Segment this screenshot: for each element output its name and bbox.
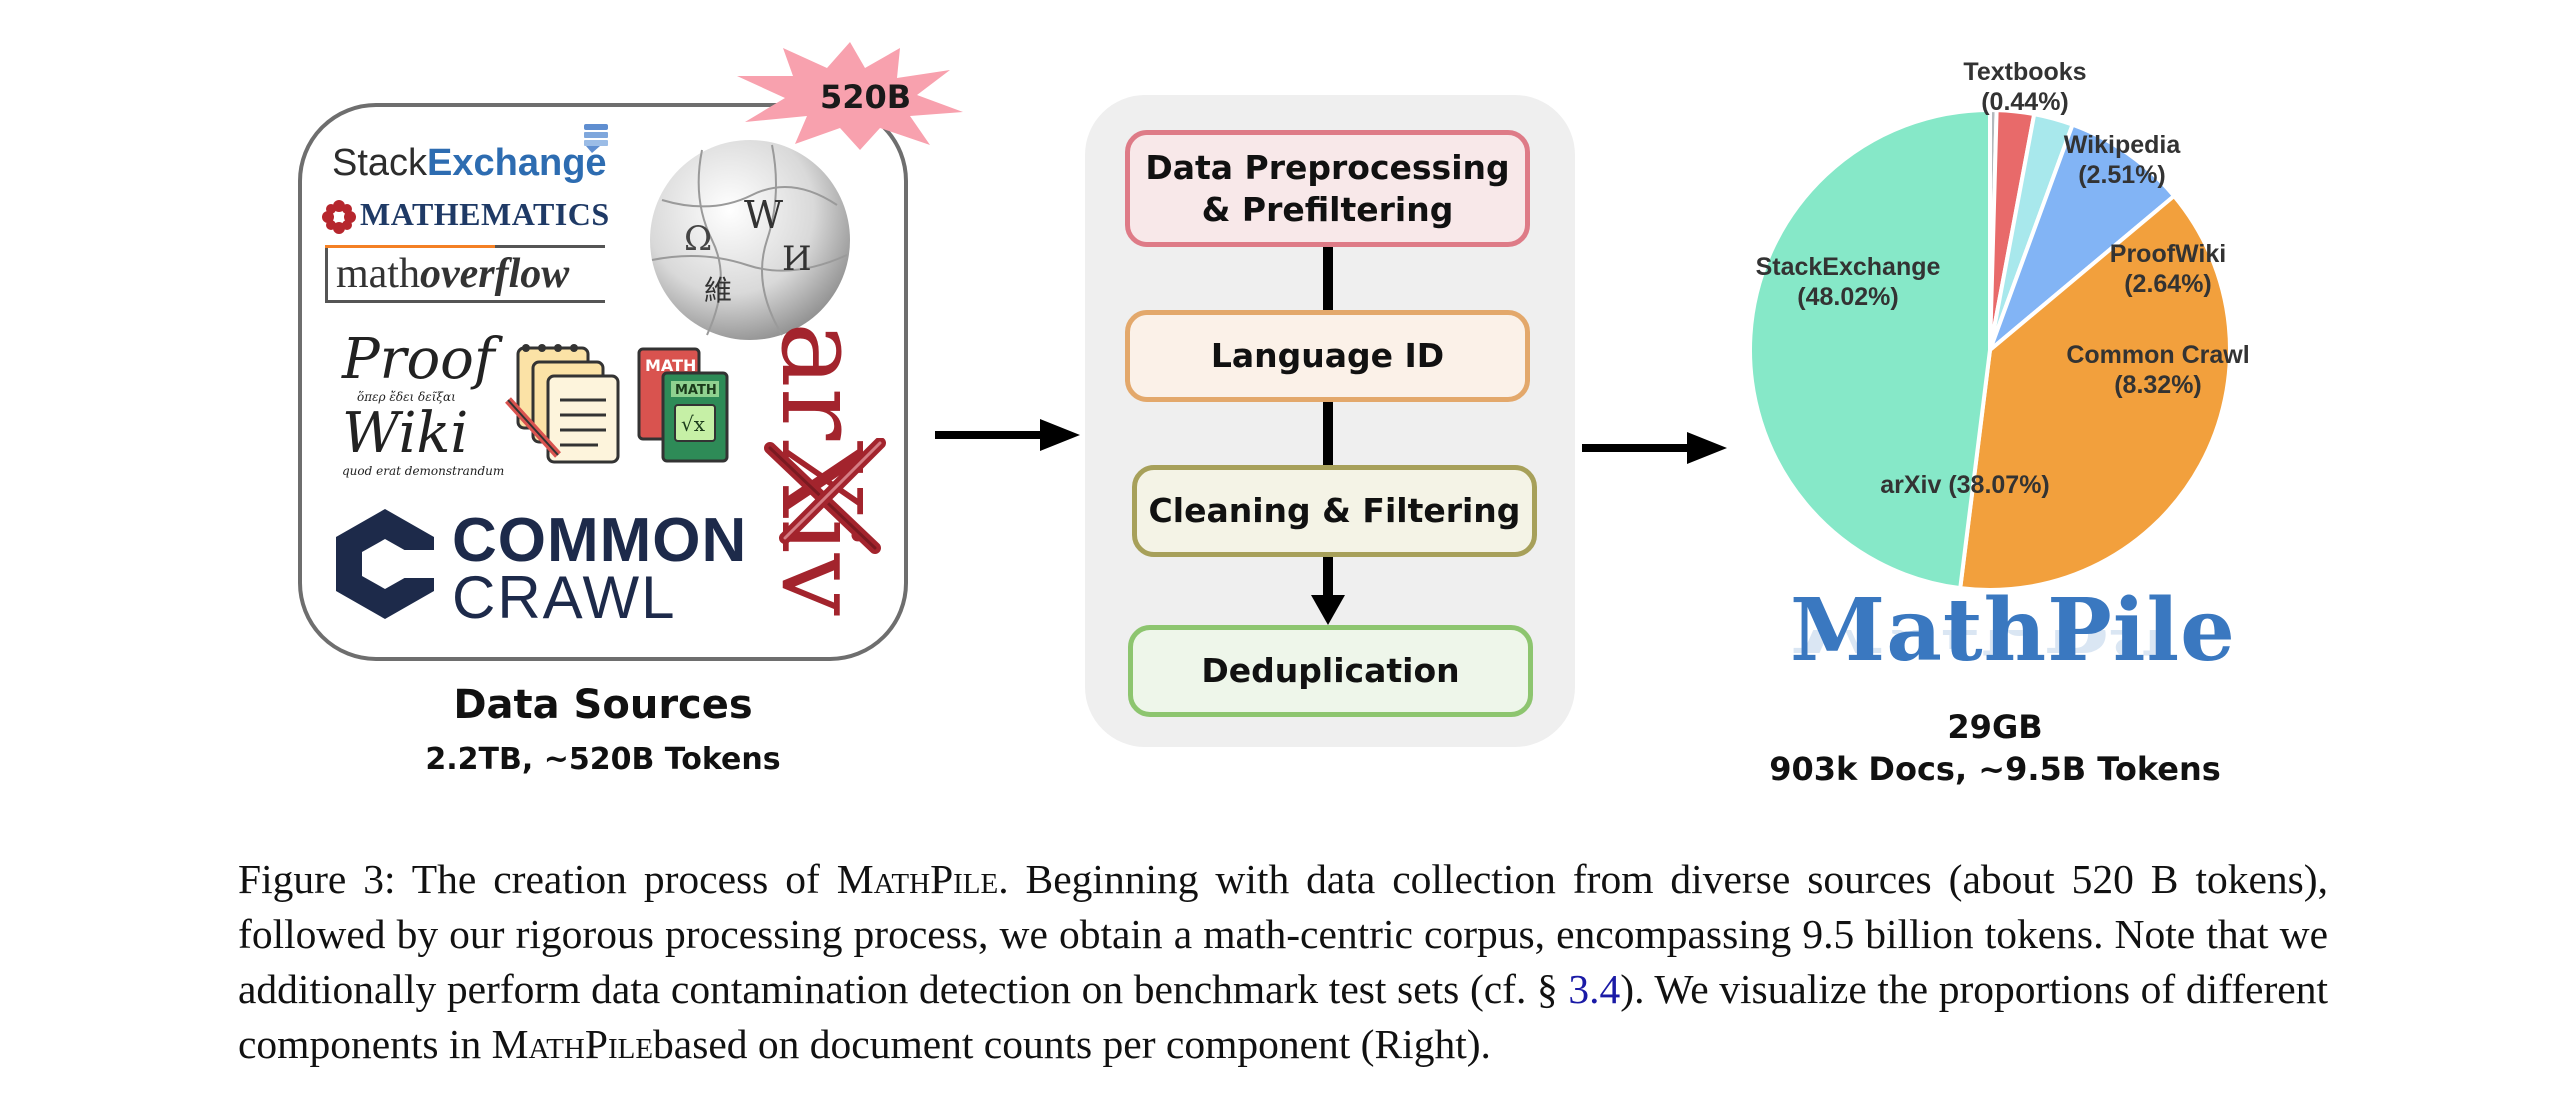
- caption-part2: . Beginning with data collection from di…: [238, 856, 2328, 1012]
- proofwiki-logo: Proof ὅπερ ἔδει δεῖξαι Wiki quod erat de…: [342, 327, 505, 479]
- pie-label-common-crawl: Common Crawl(8.32%): [2066, 341, 2249, 399]
- burst-label: 520B: [820, 78, 912, 116]
- mathematics-flower-icon: [322, 200, 356, 234]
- wiki-glyph-i: И: [782, 239, 812, 279]
- stackexchange-logo-part1: Stack: [332, 142, 428, 184]
- connector-line: [1323, 557, 1333, 599]
- wiki-glyph-omega: Ω: [684, 219, 712, 259]
- corpus-size: 29GB: [1947, 708, 2043, 746]
- notepads-icon: [505, 344, 620, 464]
- pie-label-stackexchange: StackExchange(48.02%): [1756, 253, 1941, 311]
- arrow-down-icon: [1311, 595, 1345, 625]
- mathoverflow-text: mathoverflow: [336, 250, 569, 298]
- caption-part3: ). We visualize the proportions of diffe…: [238, 966, 2328, 1067]
- step-cleaning-filtering: Cleaning & Filtering: [1132, 465, 1537, 557]
- mathoverflow-accent-bar: [325, 245, 495, 248]
- pie-slice-stackexchange: [1748, 107, 1992, 591]
- step-deduplication: Deduplication: [1128, 625, 1533, 717]
- arrow-right-icon: [935, 419, 1080, 451]
- pie-label-arxiv: arXiv (38.07%): [1880, 471, 2050, 499]
- math-book-label: MATH: [645, 356, 696, 375]
- proofwiki-greek: ὅπερ ἔδει δεῖξαι: [357, 390, 456, 404]
- step-preprocessing-line2: & Prefiltering: [1201, 189, 1454, 229]
- mathoverflow-logo: mathoverflow: [325, 245, 605, 303]
- mathpile-brand-reflection: MathPile: [1790, 630, 2195, 670]
- pie-slice-arxiv: [1957, 193, 2232, 592]
- wikipedia-globe-icon: W Ω И 維: [650, 140, 850, 340]
- mathoverflow-part2: overflow: [419, 251, 570, 297]
- wiki-glyph-han: 維: [704, 274, 732, 307]
- caption-name: MathPile: [836, 856, 999, 902]
- arrow-right-icon: [1582, 432, 1727, 464]
- connector-line: [1323, 247, 1333, 310]
- pie-label-textbooks: Textbooks(0.44%): [1963, 60, 2086, 116]
- arxiv-x-icon: [764, 438, 886, 554]
- composition-pie-chart: Textbooks(0.44%) Wikipedia(2.51%) ProofWik…: [1748, 60, 2250, 592]
- stackexchange-stack-icon: [584, 124, 608, 153]
- wiki-glyph-w: W: [744, 193, 783, 237]
- proofwiki-line1: Proof: [342, 327, 495, 392]
- data-sources-title: Data Sources: [453, 682, 753, 728]
- stackexchange-logo-part2: Exchange: [427, 142, 607, 184]
- corpus-docs: 903k Docs, ~9.5B Tokens: [1769, 750, 2221, 788]
- proofwiki-latin: quod erat demonstrandum: [342, 464, 505, 478]
- commoncrawl-hexagon-icon: [336, 509, 440, 619]
- mathoverflow-part1: math: [336, 251, 420, 297]
- figure-caption: Figure 3: The creation process of MathPi…: [238, 852, 2328, 1072]
- stackexchange-logo: StackExchange: [332, 142, 607, 185]
- commoncrawl-line2: CRAWL: [452, 564, 677, 631]
- step-preprocessing: Data Preprocessing& Prefiltering: [1125, 130, 1530, 247]
- caption-section-link[interactable]: 3.4: [1568, 966, 1621, 1012]
- mathpile-brand: MathPile: [1790, 580, 2236, 681]
- connector-line: [1323, 402, 1333, 465]
- pie-label-proofwiki: ProofWiki(2.64%): [2110, 240, 2226, 298]
- caption-fig: Figure 3: The creation process of: [238, 856, 837, 902]
- step-preprocessing-line1: Data Preprocessing: [1145, 147, 1510, 187]
- pie-slice-common-crawl: [1985, 122, 2177, 357]
- svg-text:√x: √x: [681, 412, 706, 436]
- pie-label-wikipedia: Wikipedia(2.51%): [2064, 131, 2182, 189]
- caption-name2: MathPile: [491, 1021, 654, 1067]
- caption-part4: based on document counts per component (…: [653, 1021, 1491, 1067]
- math-books-icon: MATH MATH √x: [637, 347, 729, 463]
- step-language-id: Language ID: [1125, 310, 1530, 402]
- data-sources-subtitle: 2.2TB, ~520B Tokens: [425, 742, 781, 777]
- commoncrawl-line1: COMMON: [452, 506, 748, 575]
- burst-badge-icon: [737, 42, 963, 150]
- svg-text:MATH: MATH: [675, 383, 717, 398]
- proofwiki-line2: Wiki: [342, 401, 469, 466]
- mathematics-logo: MATHEMATICS: [360, 196, 610, 232]
- commoncrawl-logo: COMMON CRAWL: [330, 505, 746, 631]
